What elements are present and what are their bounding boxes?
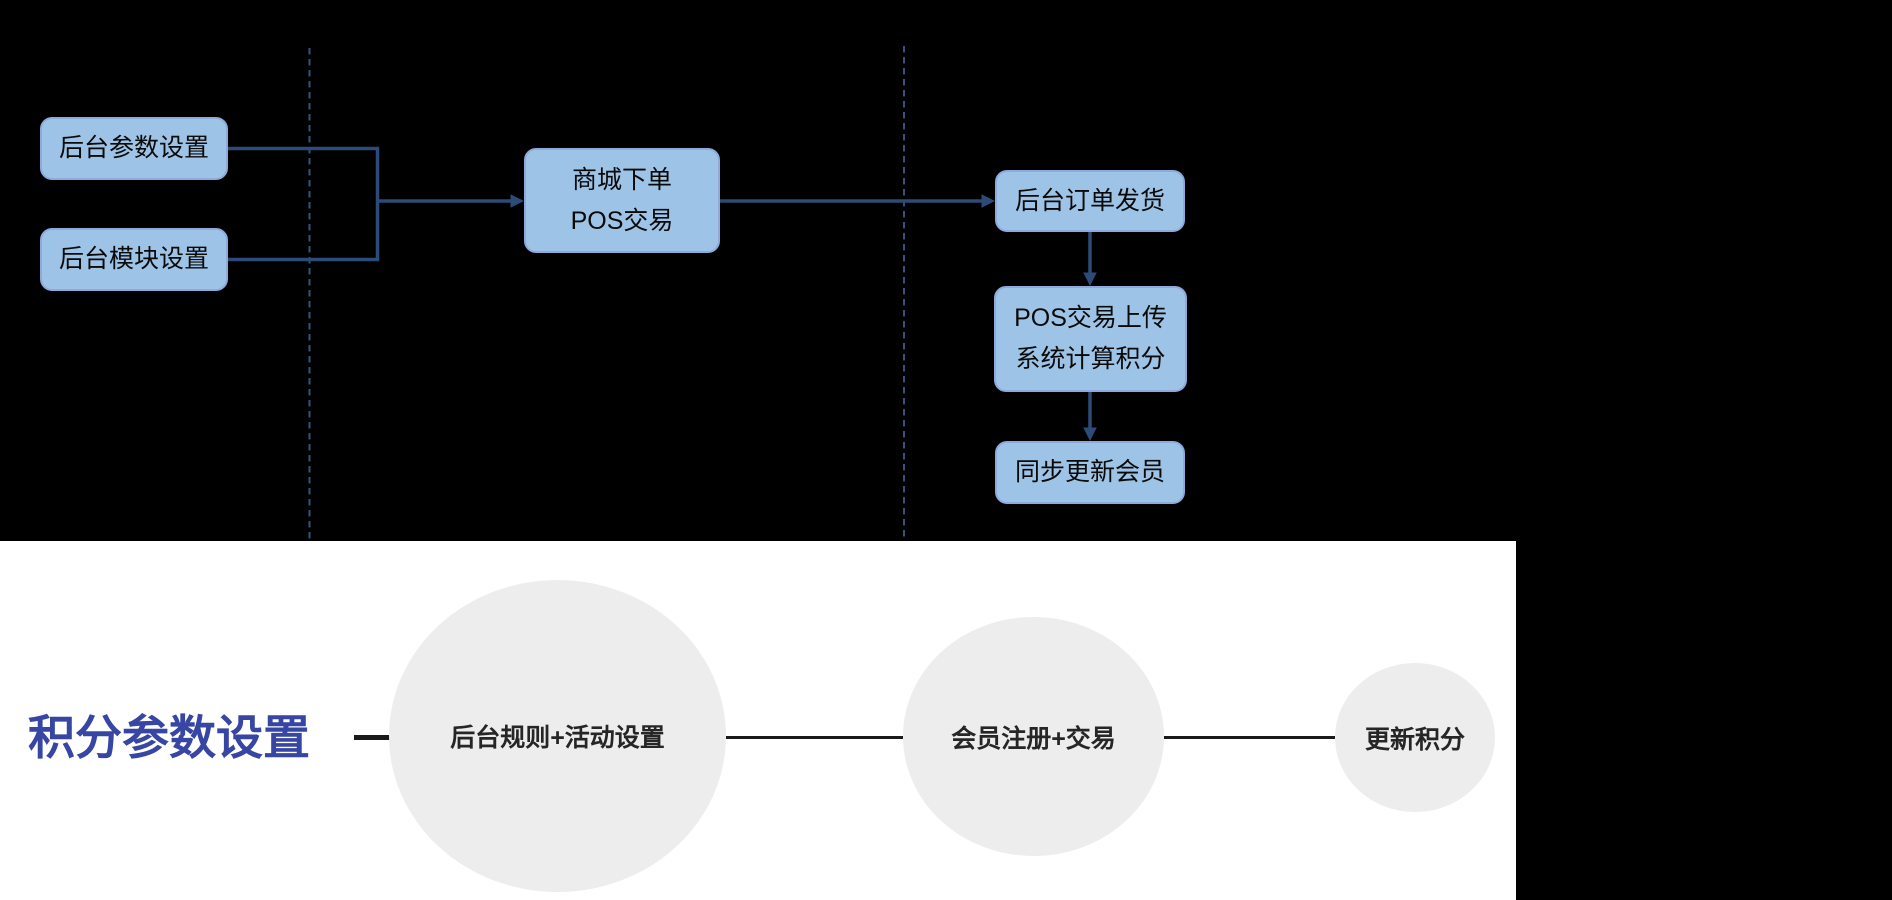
node-label: 后台模块设置	[58, 245, 209, 273]
step-circle-update-points: 更新积分	[1335, 663, 1495, 812]
node-label-line2: 系统计算积分	[1015, 345, 1166, 373]
connector-merge-elbow	[228, 146, 380, 262]
node-label: 同步更新会员	[1014, 458, 1165, 486]
arrowhead-into-order	[510, 194, 524, 208]
step-connector-line-2	[1164, 735, 1335, 739]
node-label-line2: POS交易	[570, 206, 674, 235]
step-circle-rules-activity: 后台规则+活动设置	[389, 580, 726, 892]
flowchart-connectors	[228, 46, 1097, 541]
node-backend-order-shipping: 后台订单发货	[995, 170, 1185, 232]
node-label-line1: 商城下单	[571, 165, 672, 194]
arrowhead-into-sync	[1083, 427, 1097, 441]
node-label-line1: POS交易上传	[1014, 304, 1167, 332]
node-pos-upload-points-calc: POS交易上传 系统计算积分	[994, 286, 1187, 392]
process-title: 积分参数设置	[28, 711, 310, 764]
node-label: 后台参数设置	[58, 134, 209, 162]
node-sync-update-member: 同步更新会员	[995, 441, 1185, 504]
process-panel	[0, 541, 1516, 900]
arrowhead-into-upload	[1083, 272, 1097, 286]
title-connector-line	[354, 735, 402, 740]
node-label: 后台订单发货	[1014, 186, 1165, 215]
arrowhead-into-ship	[981, 194, 995, 208]
step-label: 更新积分	[1364, 725, 1465, 754]
step-circle-member-register-trade: 会员注册+交易	[903, 617, 1164, 856]
step-connector-line-1	[726, 735, 903, 739]
step-label: 会员注册+交易	[951, 724, 1116, 753]
node-backend-module-setting: 后台模块设置	[40, 228, 228, 291]
step-label: 后台规则+活动设置	[450, 724, 665, 752]
node-mall-order-pos-trade: 商城下单 POS交易	[524, 148, 720, 253]
node-backend-param-setting: 后台参数设置	[40, 117, 228, 180]
